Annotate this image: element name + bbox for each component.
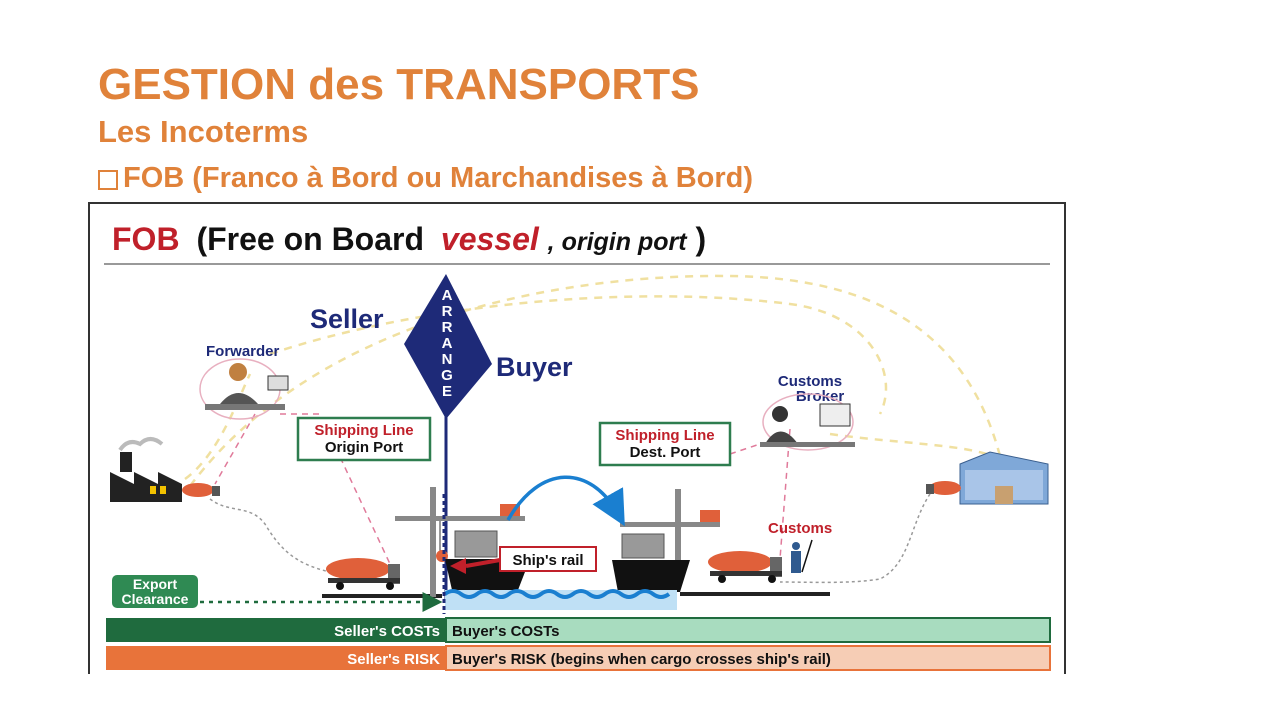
arrange-letters: A R R A N G E <box>441 287 453 400</box>
shipping-line-dest-1: Shipping Line <box>615 427 714 444</box>
bullet-fob: FOB (Franco à Bord ou Marchandises à Bor… <box>98 162 753 195</box>
slide-subtitle: Les Incoterms <box>98 114 309 149</box>
heading-part2: , origin port <box>547 228 689 256</box>
factory-icon <box>110 437 182 502</box>
water-waves <box>443 589 671 599</box>
warehouse-icon <box>959 451 1049 505</box>
arc-inner <box>269 295 888 415</box>
shipping-line-origin-2: Origin Port <box>325 439 403 456</box>
customs-broker-label-2: Broker <box>796 388 845 405</box>
customs-label: Customs <box>768 520 832 537</box>
buyer-risk-bar <box>445 645 1051 671</box>
fob-diagram-svg: FOB (Free on Board vessel , origin port … <box>104 221 1051 671</box>
checkbox-bullet-icon <box>98 169 118 190</box>
truck-warehouse-icon <box>926 481 961 495</box>
ship-origin-icon <box>445 530 530 590</box>
shipping-arc-arrow <box>506 475 625 527</box>
export-clearance-1: Export <box>133 576 178 592</box>
heading-close: ) <box>695 221 706 257</box>
shipping-line-origin-1: Shipping Line <box>314 422 413 439</box>
crane-dest-icon <box>620 489 720 574</box>
truck-dest-port-icon <box>708 551 782 583</box>
bullet-text: FOB (Franco à Bord ou Marchandises à Bor… <box>123 162 754 194</box>
export-clearance-box: Export Clearance <box>112 575 198 608</box>
customs-broker-label-1: Customs <box>778 373 842 390</box>
customs-officer-icon <box>791 539 813 573</box>
seller-costs-bar <box>106 618 446 642</box>
shipping-line-origin-box: Shipping Line Origin Port <box>296 416 432 462</box>
truck-origin-port-icon <box>326 558 400 590</box>
ship-dest-icon <box>612 533 690 592</box>
slide-title: GESTION des TRANSPORTS <box>98 60 700 109</box>
customs-broker-icon <box>760 393 855 451</box>
seller-risk-bar <box>106 646 446 670</box>
shipping-line-dest-2: Dest. Port <box>630 444 701 461</box>
seller-costs-label: Seller's COSTs <box>334 623 440 640</box>
arc-outer <box>189 274 1002 487</box>
fob-diagram: FOB (Free on Board vessel , origin port … <box>88 202 1066 674</box>
link-forwarder-port <box>280 413 391 565</box>
link-broker-customs <box>779 428 791 560</box>
arc-forwarder <box>184 373 252 481</box>
arrange-letter-4: A <box>442 335 453 352</box>
arrange-letter-2: R <box>442 303 453 320</box>
truck-factory-icon <box>182 483 220 497</box>
ships-rail-label: Ship's rail <box>512 552 583 569</box>
shipping-line-dest-box: Shipping Line Dest. Port <box>598 421 732 467</box>
seller-label: Seller <box>310 304 384 334</box>
ships-rail-callout: Ship's rail <box>450 546 597 574</box>
arc-broker <box>829 432 1001 461</box>
road-origin <box>209 498 331 573</box>
road-dest <box>779 493 931 584</box>
buyer-costs-bar <box>445 617 1051 643</box>
buyer-costs-label: Buyer's COSTs <box>452 623 560 640</box>
diagram-heading: FOB (Free on Board vessel , origin port … <box>112 221 706 257</box>
arrange-letter-6: G <box>441 367 453 384</box>
arrange-letter-3: R <box>442 319 453 336</box>
arrange-letter-5: N <box>442 351 453 368</box>
arrange-letter-7: E <box>442 383 452 400</box>
buyer-label: Buyer <box>496 352 573 382</box>
forwarder-label: Forwarder <box>206 343 280 360</box>
heading-part1: (Free on Board <box>196 221 424 257</box>
heading-vessel: vessel <box>441 221 540 257</box>
arrange-diamond <box>404 274 492 419</box>
arrange-letter-1: A <box>442 287 453 304</box>
buyer-risk-label: Buyer's RISK (begins when cargo crosses … <box>452 651 831 668</box>
forwarder-icon <box>199 358 289 420</box>
link-forwarder-factory <box>214 413 256 485</box>
link-broker-line <box>729 443 761 455</box>
seller-risk-label: Seller's RISK <box>347 651 440 668</box>
export-clearance-2: Clearance <box>122 591 189 607</box>
heading-fob: FOB <box>112 221 180 257</box>
